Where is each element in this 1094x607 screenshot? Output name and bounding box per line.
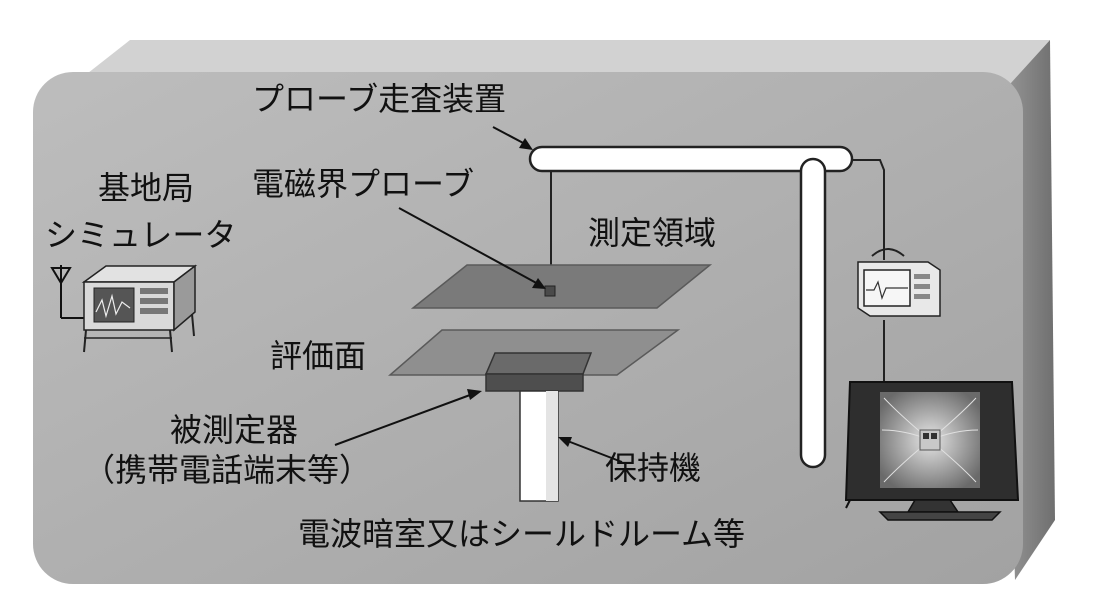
leader-lines [334,126,623,463]
holder-stand [519,390,559,502]
base-station-label-line2: シミュレータ [45,216,237,254]
antenna-icon [50,265,84,319]
measurement-area-label: 測定領域 [588,214,717,252]
patient-monitor-icon [857,248,941,317]
dut-label-line1: 被測定器 [170,411,299,449]
probe-tip [544,285,556,297]
probe-scanner-label: プローブ走査装置 [252,80,507,118]
instrument-rack-icon [81,264,198,353]
holder-label: 保持機 [605,449,702,487]
base-station-label-line1: 基地局 [98,169,195,207]
scanner-cable [852,159,885,260]
dut-label-line2: （携帯電話端末等） [83,451,372,489]
room-back-wall [33,72,1023,584]
flat-screen-display-icon [844,381,1020,521]
chamber-label: 電波暗室又はシールドルーム等 [298,515,746,553]
field-probe-label: 電磁界プローブ [252,165,475,203]
measurement-area-plane [410,264,713,309]
device-under-test [484,352,593,392]
probe-scanner [528,145,885,469]
evaluation-plane-label: 評価面 [270,337,367,375]
shielded-room [33,40,1055,584]
scanner-vertical-post [799,157,827,469]
